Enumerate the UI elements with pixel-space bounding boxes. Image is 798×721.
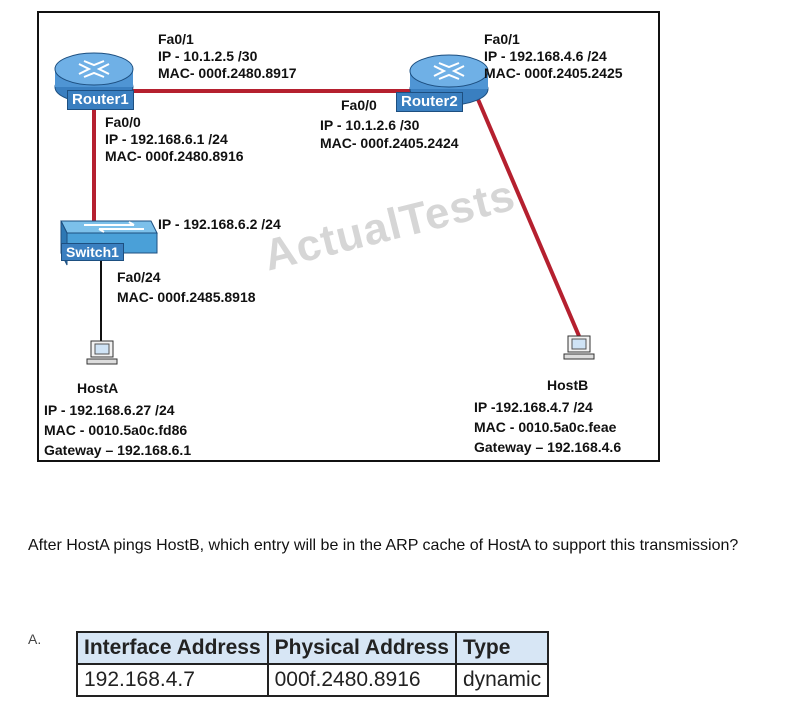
router2-fa00-ip: IP - 10.1.2.6 /30	[320, 117, 420, 133]
router2-fa00-mac: MAC- 000f.2405.2424	[320, 135, 459, 151]
router2-fa01-ip: IP - 192.168.4.6 /24	[484, 48, 607, 64]
network-diagram: ActualTests Router1 Router2 Switch1 Fa0/…	[37, 11, 660, 462]
hosta-name: HostA	[77, 380, 119, 396]
option-letter[interactable]: A.	[28, 631, 42, 647]
hostb-gateway: Gateway – 192.168.4.6	[474, 439, 622, 455]
arp-header-row: Interface Address Physical Address Type	[76, 631, 550, 665]
switch1-mac: MAC- 000f.2485.8918	[117, 289, 256, 305]
router1-fa00-ip: IP - 192.168.6.1 /24	[105, 131, 228, 147]
hostb-computer-icon	[563, 335, 595, 360]
header-type: Type	[454, 631, 550, 665]
router2-label: Router2	[396, 92, 463, 112]
cell-interface-address: 192.168.4.7	[76, 663, 269, 697]
header-interface-address: Interface Address	[76, 631, 269, 665]
router1-fa00-iface: Fa0/0	[105, 114, 141, 130]
cell-physical-address: 000f.2480.8916	[266, 663, 457, 697]
router1-fa01-ip: IP - 10.1.2.5 /30	[158, 48, 258, 64]
table-row: 192.168.4.7 000f.2480.8916 dynamic	[76, 663, 550, 697]
hostb-ip: IP -192.168.4.7 /24	[474, 399, 593, 415]
question-text: After HostA pings HostB, which entry wil…	[28, 537, 739, 554]
switch1-iface: Fa0/24	[117, 269, 161, 285]
hosta-gateway: Gateway – 192.168.6.1	[44, 442, 192, 458]
router1-label: Router1	[67, 90, 134, 110]
router2-fa00-iface: Fa0/0	[341, 97, 377, 113]
header-physical-address: Physical Address	[266, 631, 457, 665]
router2-fa01-mac: MAC- 000f.2405.2425	[484, 65, 623, 81]
hostb-mac: MAC - 0010.5a0c.feae	[474, 419, 617, 435]
router1-fa01-iface: Fa0/1	[158, 31, 194, 47]
hosta-computer-icon	[86, 340, 118, 365]
arp-cache-table: Interface Address Physical Address Type …	[76, 631, 550, 697]
hosta-ip: IP - 192.168.6.27 /24	[44, 402, 175, 418]
switch1-label: Switch1	[61, 243, 124, 261]
router2-icon	[409, 54, 489, 106]
switch1-ip: IP - 192.168.6.2 /24	[158, 216, 281, 232]
hosta-mac: MAC - 0010.5a0c.fd86	[44, 422, 188, 438]
router2-fa01-iface: Fa0/1	[484, 31, 520, 47]
router1-fa01-mac: MAC- 000f.2480.8917	[158, 65, 297, 81]
hostb-name: HostB	[547, 377, 589, 393]
link-router2-hostb	[475, 96, 581, 337]
cell-type: dynamic	[454, 663, 550, 697]
router1-fa00-mac: MAC- 000f.2480.8916	[105, 148, 244, 164]
